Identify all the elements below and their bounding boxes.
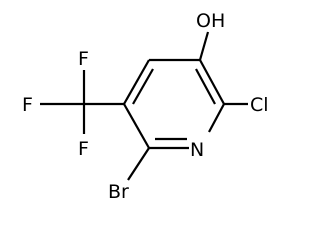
label-br: Br bbox=[108, 181, 129, 203]
bond-c3-c2 bbox=[199, 59, 225, 105]
bond-c5-c6 bbox=[123, 103, 150, 149]
label-oh: OH bbox=[196, 10, 225, 32]
label-cl: Cl bbox=[250, 94, 269, 116]
structure-diagram: OH Cl N Br F F F bbox=[22, 10, 269, 203]
label-n: N bbox=[190, 139, 204, 161]
bond-c4-c5 bbox=[123, 59, 150, 105]
label-f-left: F bbox=[22, 94, 33, 116]
bond-c4-c5-inner bbox=[132, 68, 154, 105]
bond-n-c2 bbox=[208, 103, 225, 133]
label-f-bottom: F bbox=[78, 138, 89, 160]
label-f-top: F bbox=[78, 48, 89, 70]
bond-c6-br bbox=[127, 147, 150, 181]
bond-c3-oh bbox=[198, 31, 210, 61]
molecule-drawing: OH Cl N Br F F F bbox=[22, 10, 269, 203]
bond-c3-c2-inner bbox=[195, 68, 216, 105]
